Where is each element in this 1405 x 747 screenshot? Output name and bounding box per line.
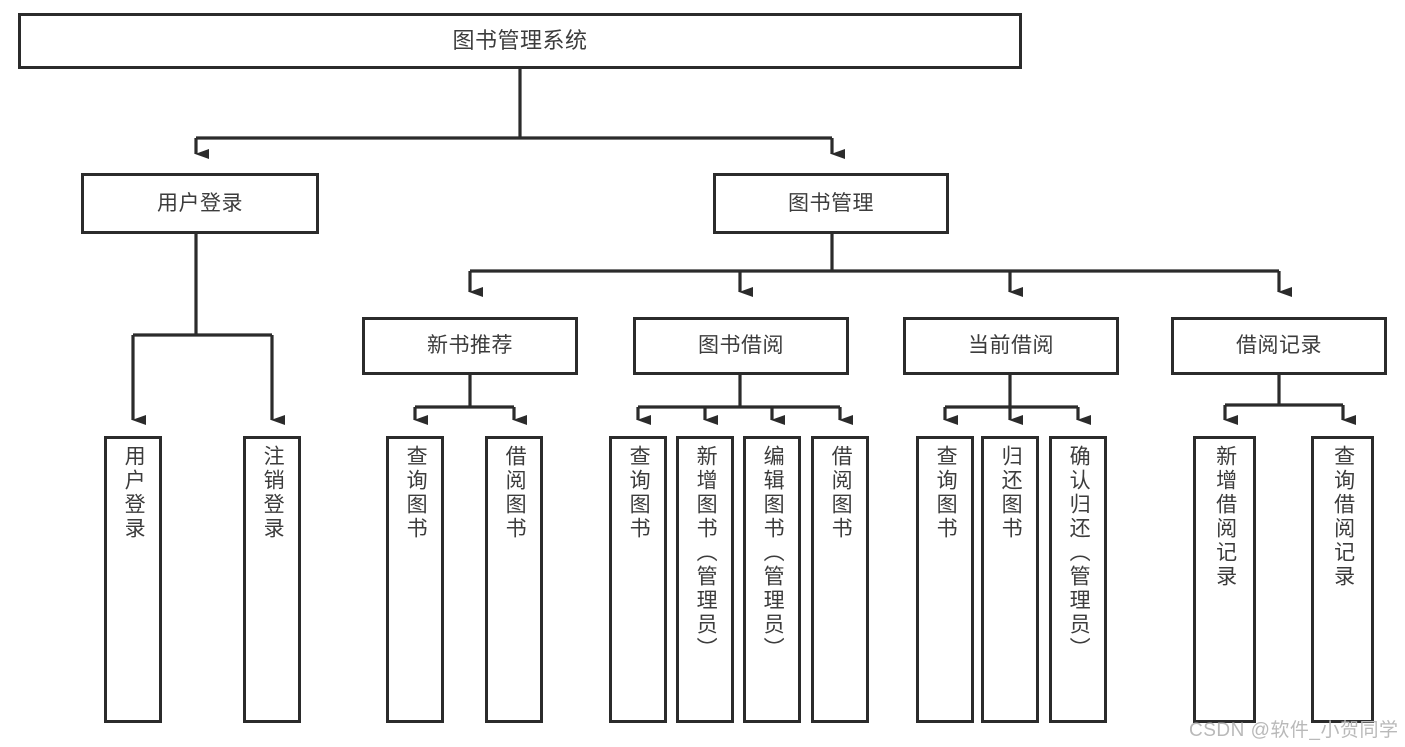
- node-label: 用户登录: [122, 445, 146, 541]
- leaf-borrow-edit-book-admin[interactable]: 编辑图书（管理员）: [743, 436, 801, 723]
- node-borrow-records[interactable]: 借阅记录: [1171, 317, 1387, 375]
- leaf-new-books-query[interactable]: 查询图书: [386, 436, 444, 723]
- node-label: 借阅图书: [503, 445, 527, 541]
- node-label: 图书管理: [788, 191, 874, 215]
- node-label: 新书推荐: [427, 334, 513, 358]
- node-label: 当前借阅: [968, 334, 1054, 358]
- node-label: 新增图书（管理员）: [694, 445, 718, 661]
- leaf-borrow-query-book[interactable]: 查询图书: [609, 436, 667, 723]
- leaf-borrow-add-book-admin[interactable]: 新增图书（管理员）: [676, 436, 734, 723]
- node-book-management[interactable]: 图书管理: [713, 173, 949, 234]
- node-label: 查询借阅记录: [1331, 445, 1355, 589]
- leaf-user-login[interactable]: 用户登录: [104, 436, 162, 723]
- node-user-login[interactable]: 用户登录: [81, 173, 319, 234]
- node-label: 新增借阅记录: [1213, 445, 1237, 589]
- node-label: 借阅记录: [1236, 334, 1322, 358]
- node-label: 编辑图书（管理员）: [761, 445, 785, 661]
- leaf-records-query-record[interactable]: 查询借阅记录: [1311, 436, 1374, 723]
- node-label: 图书借阅: [698, 334, 784, 358]
- node-book-borrow[interactable]: 图书借阅: [633, 317, 849, 375]
- node-root-system[interactable]: 图书管理系统: [18, 13, 1022, 69]
- node-label: 借阅图书: [829, 445, 853, 541]
- node-label: 确认归还（管理员）: [1067, 445, 1091, 661]
- leaf-current-confirm-return-admin[interactable]: 确认归还（管理员）: [1049, 436, 1107, 723]
- node-current-borrow[interactable]: 当前借阅: [903, 317, 1119, 375]
- leaf-user-logout[interactable]: 注销登录: [243, 436, 301, 723]
- leaf-current-return-book[interactable]: 归还图书: [981, 436, 1039, 723]
- node-label: 查询图书: [934, 445, 958, 541]
- node-label: 注销登录: [261, 445, 285, 541]
- leaf-current-query-book[interactable]: 查询图书: [916, 436, 974, 723]
- node-label: 归还图书: [999, 445, 1023, 541]
- node-label: 查询图书: [404, 445, 428, 541]
- leaf-records-add-record[interactable]: 新增借阅记录: [1193, 436, 1256, 723]
- node-label: 用户登录: [157, 191, 243, 215]
- leaf-borrow-borrow-book[interactable]: 借阅图书: [811, 436, 869, 723]
- node-new-book-recommend[interactable]: 新书推荐: [362, 317, 578, 375]
- node-label: 图书管理系统: [452, 27, 588, 53]
- node-label: 查询图书: [627, 445, 651, 541]
- leaf-new-books-borrow[interactable]: 借阅图书: [485, 436, 543, 723]
